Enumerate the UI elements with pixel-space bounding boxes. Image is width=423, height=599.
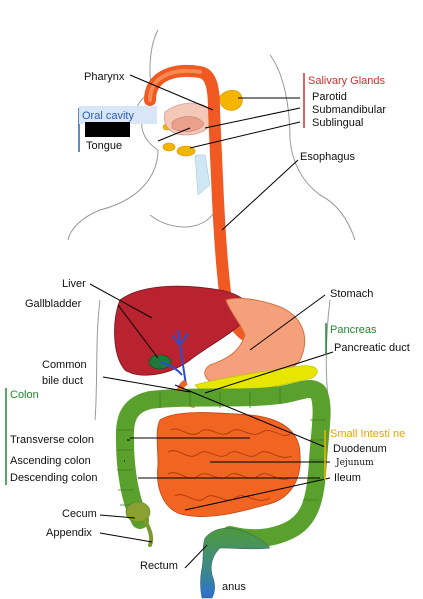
label-descending-colon: Descending colon <box>10 472 97 484</box>
label-oral-cavity: Oral cavity <box>82 110 134 122</box>
label-small-intestine: Small Intesti ne <box>330 428 405 440</box>
label-duodenum: Duodenum <box>333 443 387 455</box>
label-anus: anus <box>222 581 246 593</box>
label-gallbladder: Gallbladder <box>25 298 82 310</box>
label-cecum: Cecum <box>62 508 97 520</box>
label-salivary-glands: Salivary Glands <box>308 75 386 87</box>
label-colon: Colon <box>10 389 39 401</box>
label-sublingual: Sublingual <box>312 117 363 129</box>
label-liver: Liver <box>62 278 86 290</box>
liver <box>114 285 250 376</box>
label-common-bile-duct-1: Common <box>42 359 87 371</box>
label-jejunum: Jejunum <box>335 458 374 468</box>
oral-cavity <box>164 102 213 196</box>
small-intestine <box>156 412 301 517</box>
oral-cavity-label-box <box>79 106 157 124</box>
rectum <box>200 527 271 599</box>
cecum <box>125 501 151 523</box>
label-stomach: Stomach <box>330 288 373 300</box>
redaction-box <box>85 122 130 137</box>
label-transverse-colon: Transverse colon <box>10 434 94 446</box>
label-pancreatic-duct: Pancreatic duct <box>334 342 410 354</box>
label-ascending-colon: Ascending colon <box>10 455 91 467</box>
label-pharynx: Pharynx <box>84 71 125 83</box>
label-ileum: Ileum <box>334 472 361 484</box>
colon-haustra <box>117 388 326 506</box>
label-pancreas: Pancreas <box>330 324 377 336</box>
label-esophagus: Esophagus <box>300 151 356 163</box>
label-parotid: Parotid <box>312 91 347 103</box>
appendix <box>143 518 154 547</box>
leader-lines <box>89 74 334 569</box>
bile-ducts <box>159 329 189 386</box>
label-submandibular: Submandibular <box>312 104 386 116</box>
label-common-bile-duct-2: bile duct <box>42 375 83 387</box>
label-appendix: Appendix <box>46 527 92 539</box>
colon <box>115 380 331 548</box>
label-tongue: Tongue <box>86 140 122 152</box>
label-rectum: Rectum <box>140 560 178 572</box>
